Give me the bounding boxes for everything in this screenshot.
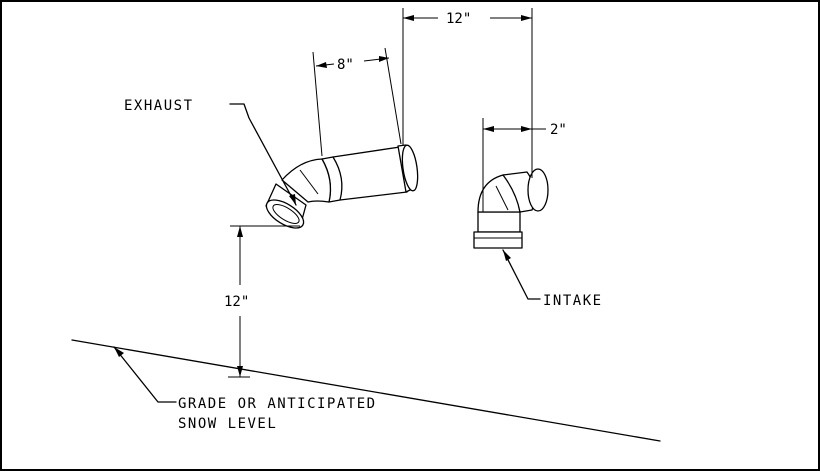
exhaust-leader-arrowhead <box>289 194 296 205</box>
dim-arrow-right <box>521 15 532 21</box>
intake-leader-arrowhead <box>503 250 511 261</box>
exhaust-label: EXHAUST <box>124 98 194 114</box>
dim-intake-arrow-left <box>483 126 494 132</box>
exhaust-pipe <box>265 144 419 229</box>
exhaust-leader-line <box>229 103 297 206</box>
dim-height-arrow-top <box>237 226 243 237</box>
grade-leader-arrowhead <box>114 347 124 357</box>
dim-pipe-length-text: 8" <box>337 57 354 73</box>
grade-label-line2: SNOW LEVEL <box>178 416 277 432</box>
exhaust-straight-pipe <box>332 146 408 201</box>
dim-horizontal-offset-text: 12" <box>446 11 471 27</box>
intake-body <box>477 211 521 233</box>
dim-intake-arrow-right <box>521 126 532 132</box>
dim-intake-offset-text: 2" <box>550 122 567 138</box>
dim-intake-offset: 2" <box>482 118 567 212</box>
dim-pipe-arrow-right <box>379 56 389 62</box>
grade-line <box>71 339 661 442</box>
exhaust-opening-inner <box>272 204 300 224</box>
intake-collar <box>473 231 523 249</box>
intake-elbow-seam <box>495 185 509 211</box>
dim-height-text: 12" <box>224 294 249 310</box>
grade-label-line1: GRADE OR ANTICIPATED <box>178 396 377 412</box>
exhaust-opening <box>265 199 305 229</box>
dim-pipe-length: 8" <box>312 47 402 157</box>
dim-height-arrow-bottom <box>237 366 243 377</box>
exhaust-elbow-seam <box>299 169 319 195</box>
dim-horizontal-offset: 12" <box>402 8 533 178</box>
exhaust-elbow <box>281 158 332 203</box>
intake-label: INTAKE <box>543 293 603 309</box>
dim-height-above-grade: 12" <box>224 225 300 378</box>
intake-leader-line <box>502 249 541 300</box>
exhaust-end-opening <box>401 144 419 192</box>
dim-pipe-extension-right <box>384 47 402 145</box>
dim-pipe-extension-left <box>312 51 323 157</box>
intake-pipe <box>473 168 549 249</box>
intake-upper-opening <box>527 168 549 212</box>
dim-pipe-arrow-left <box>316 62 327 68</box>
grade-leader-line <box>113 346 177 403</box>
dim-arrow-left <box>403 15 414 21</box>
